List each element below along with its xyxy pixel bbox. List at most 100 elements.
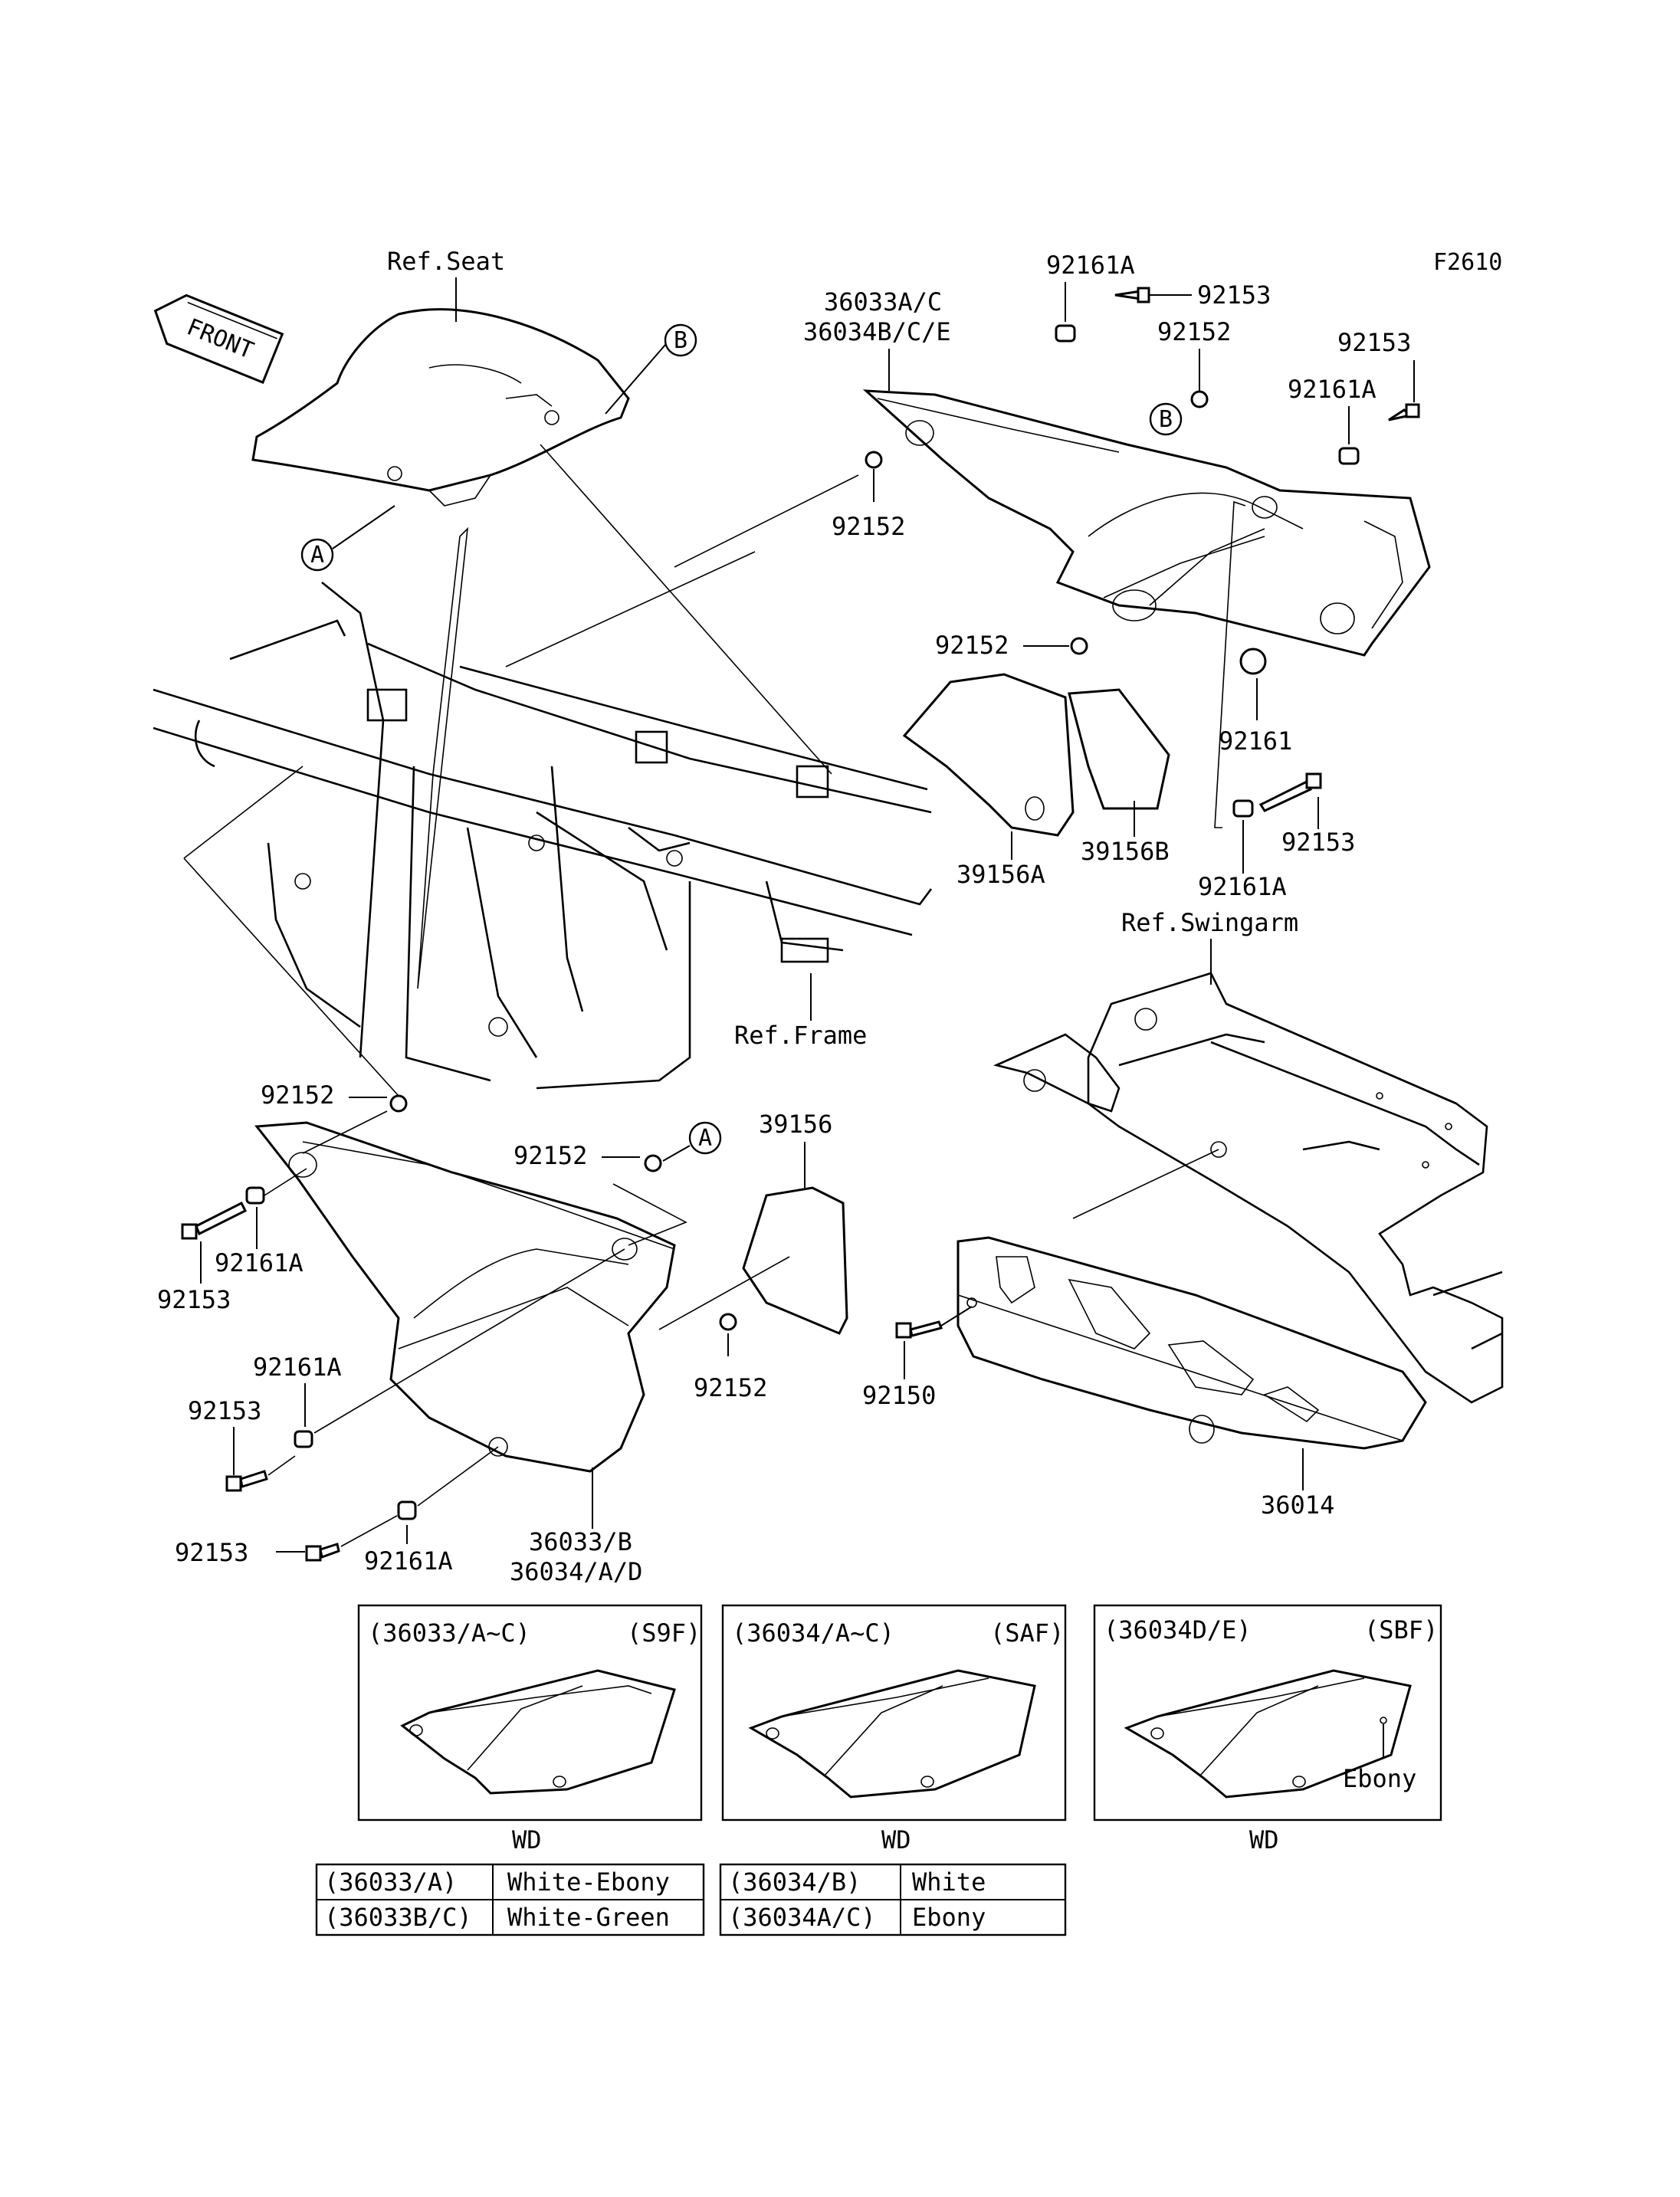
washer-92161a-6 — [397, 1500, 417, 1520]
bolt-head-92150 — [895, 1322, 912, 1339]
part-92150-label: 92150 — [862, 1381, 936, 1410]
variant-1-code: (36033/A~C) — [368, 1618, 530, 1648]
callout-b-marker-2: B — [1149, 402, 1183, 436]
figure-code: F2610 — [1433, 249, 1502, 276]
left-side-cover — [254, 1121, 676, 1473]
color-table-2: (36034/B) White (36034A/C) Ebony — [719, 1863, 1067, 1936]
variant-2-code: (36034/A~C) — [732, 1618, 894, 1648]
part-92153-1-label: 92153 — [1197, 280, 1271, 310]
part-92153-2-label: 92153 — [1337, 328, 1411, 357]
part-92161a-5-label: 92161A — [253, 1353, 342, 1382]
part-92153-3-label: 92153 — [1281, 828, 1355, 857]
part-92161-label: 92161 — [1219, 726, 1292, 756]
bolt-92153-4 — [195, 1201, 248, 1236]
seat-outline — [251, 308, 630, 507]
washer-92161a-5 — [294, 1430, 313, 1448]
bolt-head-92153-3 — [1305, 772, 1322, 789]
color-table-2-r2-color: Ebony — [912, 1903, 986, 1932]
part-92161a-3-label: 92161A — [1198, 872, 1287, 901]
part-92152-4-label: 92152 — [261, 1080, 334, 1110]
ref-swingarm-label: Ref.Swingarm — [1121, 908, 1298, 937]
bolt-head-92153-4 — [181, 1223, 198, 1240]
part-36033ac-label: 36033A/C — [824, 287, 942, 316]
color-table-2-r2-code: (36034A/C) — [728, 1903, 876, 1932]
color-table-1-r1-code: (36033/A) — [324, 1867, 457, 1897]
variant-1-model: (S9F) — [627, 1618, 701, 1648]
pad-39156 — [742, 1186, 848, 1335]
color-table-2-r1-color: White — [912, 1867, 986, 1897]
nut-92152-6 — [719, 1313, 737, 1331]
bolt-head-92153-5 — [225, 1475, 242, 1492]
ref-seat-label: Ref.Seat — [387, 247, 505, 276]
washer-92161a-4 — [245, 1186, 265, 1205]
callout-b-letter-2: B — [1159, 406, 1173, 433]
callout-a-marker: A — [300, 538, 334, 572]
bolt-92153-6 — [319, 1543, 340, 1559]
bolt-head-92153-2 — [1405, 403, 1420, 418]
part-92161a-4-label: 92161A — [215, 1248, 304, 1277]
part-92152-5-label: 92152 — [514, 1141, 587, 1170]
bolt-92150 — [909, 1320, 943, 1337]
part-92152-2-label: 92152 — [832, 512, 905, 541]
washer-92161a-3 — [1232, 799, 1254, 818]
color-table-1-r2-color: White-Green — [507, 1903, 670, 1932]
bolt-92153-1 — [1114, 290, 1142, 300]
variant-3-note: Ebony — [1343, 1764, 1416, 1793]
pad-39156b — [1068, 688, 1170, 810]
part-36034ad-label: 36034/A/D — [510, 1557, 642, 1586]
right-side-cover — [862, 389, 1431, 657]
part-39156a-label: 39156A — [956, 860, 1045, 889]
frame-outline — [153, 581, 933, 1090]
color-table-2-r1-code: (36034/B) — [728, 1867, 861, 1897]
part-92161a-6-label: 92161A — [364, 1546, 453, 1576]
bolt-head-92153-6 — [305, 1545, 322, 1562]
part-39156-label: 39156 — [759, 1110, 832, 1139]
washer-92161a-2 — [1338, 447, 1360, 465]
variant-3-market: WD — [1249, 1825, 1279, 1854]
bolt-head-92153-1 — [1137, 287, 1150, 303]
part-36014-label: 36014 — [1261, 1490, 1334, 1520]
pad-39156a — [902, 673, 1075, 837]
callout-b-marker: B — [664, 323, 697, 357]
callout-b-letter: B — [674, 327, 687, 354]
washer-92161a-1 — [1055, 324, 1076, 343]
part-92161a-1-label: 92161A — [1046, 251, 1135, 280]
swingarm-outline — [993, 972, 1504, 1404]
part-36033b-label: 36033/B — [529, 1527, 632, 1556]
front-arrow-icon: FRONT — [153, 293, 284, 384]
callout-a-letter: A — [310, 542, 324, 569]
part-36034bce-label: 36034B/C/E — [803, 317, 951, 346]
nut-92152-1 — [1190, 390, 1209, 408]
part-92152-3-label: 92152 — [935, 631, 1009, 660]
bolt-92153-5 — [239, 1470, 268, 1488]
nut-92152-4 — [389, 1094, 408, 1113]
color-table-1: (36033/A) White-Ebony (36033B/C) White-G… — [315, 1863, 705, 1936]
part-92152-6-label: 92152 — [694, 1373, 767, 1402]
chain-guard-36014 — [956, 1236, 1427, 1450]
variant-2-market: WD — [881, 1825, 911, 1854]
bolt-92153-3 — [1258, 779, 1313, 812]
nut-92152-2 — [865, 451, 883, 469]
part-92152-1-label: 92152 — [1157, 317, 1231, 346]
nut-92152-3 — [1070, 637, 1088, 655]
part-92161a-2-label: 92161A — [1288, 375, 1376, 404]
color-table-1-r1-color: White-Ebony — [507, 1867, 670, 1897]
part-92153-4-label: 92153 — [157, 1285, 231, 1314]
part-92153-5-label: 92153 — [188, 1396, 261, 1425]
color-table-1-r2-code: (36033B/C) — [324, 1903, 472, 1932]
callout-a-letter-2: A — [698, 1125, 712, 1152]
variant-2-model: (SAF) — [990, 1618, 1064, 1648]
callout-a-marker-2: A — [688, 1121, 722, 1155]
variant-1-market: WD — [512, 1825, 542, 1854]
part-92153-6-label: 92153 — [175, 1538, 248, 1567]
grommet-92161 — [1239, 648, 1267, 675]
variant-box-3: (36034D/E) (SBF) Ebony WD — [1093, 1604, 1442, 1854]
variant-box-2: (36034/A~C) (SAF) WD — [721, 1604, 1067, 1854]
part-39156b-label: 39156B — [1081, 837, 1170, 866]
nut-92152-5 — [644, 1154, 662, 1172]
variant-3-model: (SBF) — [1364, 1615, 1438, 1644]
ref-frame-label: Ref.Frame — [734, 1021, 867, 1050]
variant-box-1: (36033/A~C) (S9F) WD — [357, 1604, 703, 1854]
variant-3-code: (36034D/E) — [1104, 1615, 1252, 1644]
